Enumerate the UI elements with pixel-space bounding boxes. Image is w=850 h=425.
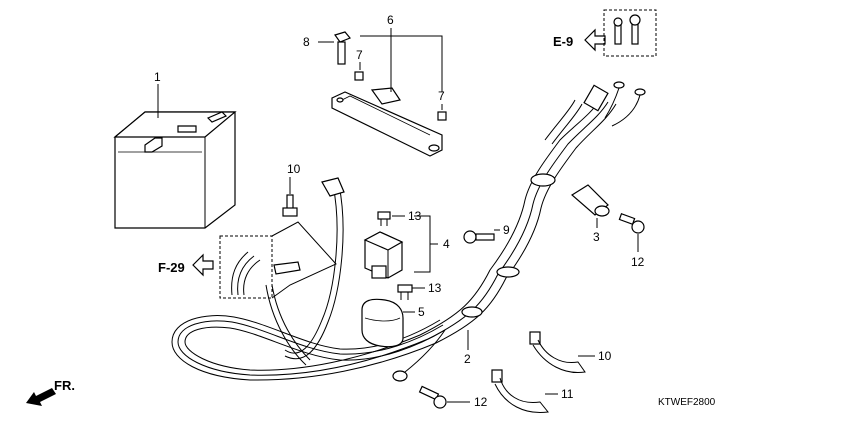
arrow-f29 [192,253,214,277]
callout-8: 8 [303,35,310,49]
battery [113,111,237,229]
fuse-upper [377,211,391,226]
bolt-8 [334,31,351,65]
callout-5: 5 [418,305,425,319]
fuse-bracket [331,87,443,157]
starter-relay [363,231,404,279]
callout-2: 2 [464,352,471,366]
bolt-9 [282,194,298,217]
bolt-10 [463,230,495,244]
callout-7-left: 7 [356,48,363,62]
e9-detail-box [603,9,657,57]
callout-12-right: 12 [631,255,645,269]
callout-7-right: 7 [438,89,445,103]
wire-harness [171,81,646,382]
callout-12-lower: 12 [474,395,488,409]
callout-3: 3 [593,230,600,244]
clip-left [354,71,364,81]
f29-detail-box [219,235,273,299]
callout-13-lower: 13 [428,281,442,295]
terminal-cap [570,184,610,217]
e9-bolts [613,14,641,45]
diagram-code: KTWEF2800 [658,397,716,408]
front-label: FR. [54,378,75,393]
callout-11-upper: 10 [598,349,612,363]
fuse-lower [397,284,413,300]
callout-10: 9 [503,223,510,237]
callout-9: 10 [287,162,301,176]
clip-right [437,111,447,121]
ref-e9: E-9 [553,34,573,49]
relay-cover [361,298,404,348]
wire-tie-lower [491,369,549,414]
callout-13-upper: 13 [408,209,422,223]
wire-tie-upper [529,331,586,374]
battery-cables [265,177,345,366]
bolt-12-right [618,213,645,234]
callout-6: 6 [387,13,394,27]
callout-1: 1 [154,70,161,84]
callout-11-lower: 11 [561,387,574,401]
f29-detail-cables [231,251,261,296]
callout-4: 4 [443,237,450,251]
bolt-12-lower [418,385,447,409]
arrow-e9 [584,28,606,52]
ref-f29: F-29 [158,260,185,275]
front-arrow-icon [26,388,56,406]
